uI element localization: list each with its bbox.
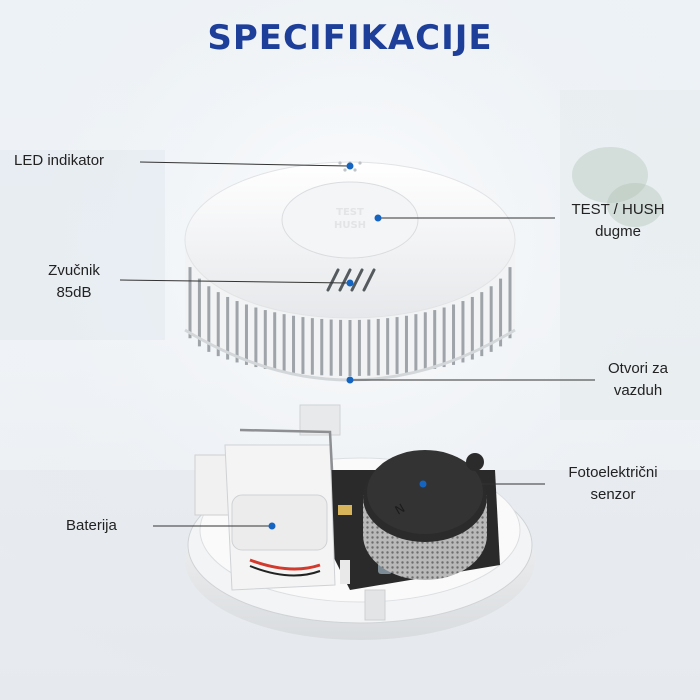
marker-sensor — [419, 480, 427, 488]
label-otvori-line2: vazduh — [613, 382, 663, 399]
marker-speaker — [346, 279, 354, 287]
label-otvori-za-vazduh: Otvori za vazduh — [592, 358, 684, 402]
marker-dots — [268, 162, 427, 530]
leader-lines — [119, 161, 595, 527]
detector-cover: TEST HUSH — [184, 161, 516, 382]
label-senzor-line1: Fotoelektrični — [568, 464, 658, 481]
page-title: SPECIFIKACIJE — [207, 18, 493, 58]
label-test-hush: TEST / HUSH dugme — [558, 199, 678, 243]
button-text-hush: HUSH — [334, 220, 366, 231]
label-zvucnik: Zvučnik 85dB — [34, 260, 114, 304]
label-led-indikator: LED indikator — [14, 152, 105, 169]
marker-button — [374, 214, 382, 222]
label-test-hush-line1: TEST / HUSH — [571, 201, 665, 218]
marker-battery — [268, 522, 276, 530]
label-senzor-line2: senzor — [590, 486, 636, 503]
label-otvori-line1: Otvori za — [607, 360, 668, 377]
marker-led — [346, 162, 354, 170]
button-text-test: TEST — [336, 207, 364, 218]
marker-vents — [346, 376, 354, 384]
label-fotoelektricni-senzor: Fotoelektrični senzor — [548, 462, 678, 506]
battery — [194, 428, 336, 591]
label-zvucnik-line1: Zvučnik — [48, 262, 100, 279]
label-baterija: Baterija — [66, 517, 117, 534]
label-zvucnik-line2: 85dB — [56, 284, 92, 301]
photoelectric-sensor: N — [363, 450, 487, 580]
label-test-hush-line2: dugme — [595, 223, 641, 240]
